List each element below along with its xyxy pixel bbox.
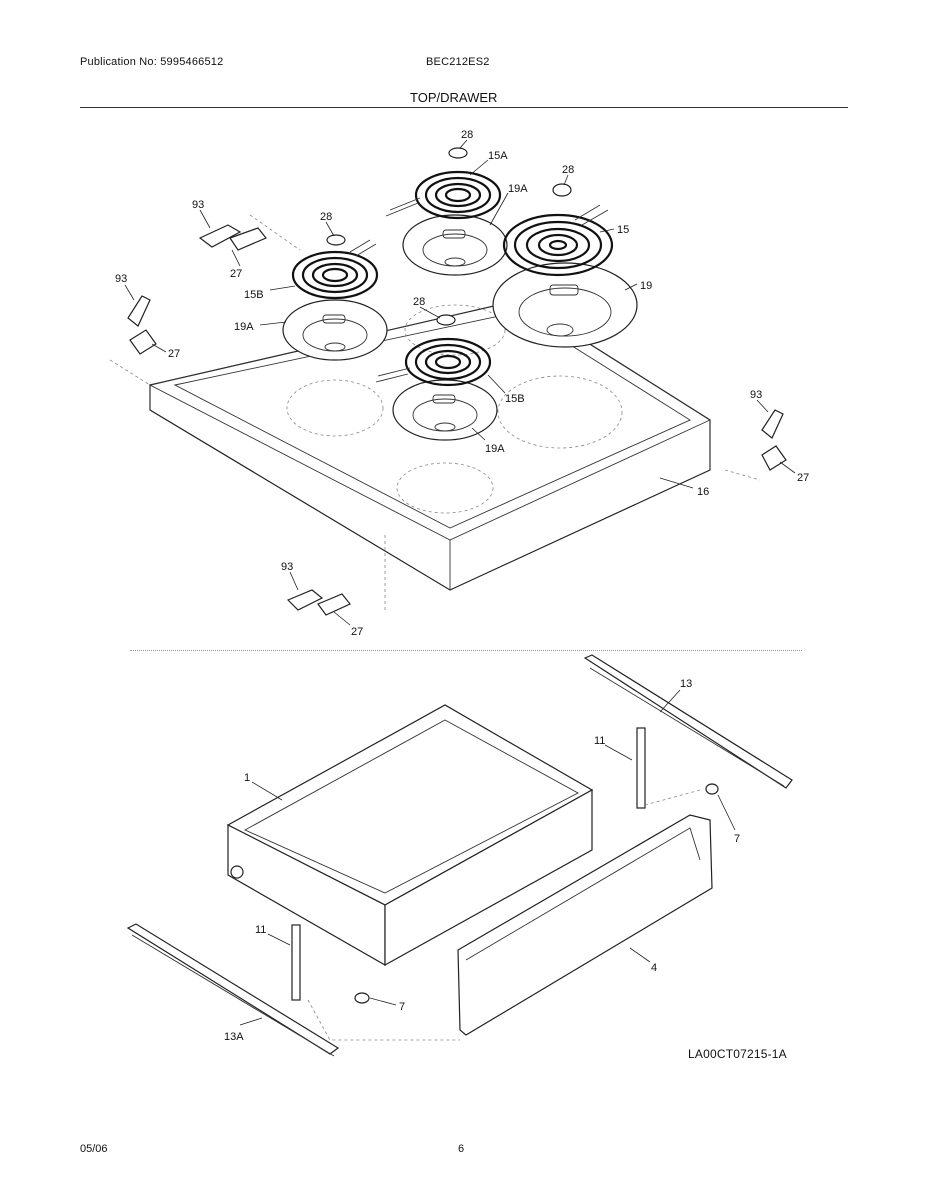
callout-93: 93 [115,273,127,285]
callout-93: 93 [192,199,204,211]
drawer-body-1 [226,704,594,967]
callout-28: 28 [461,129,473,141]
drip-bowl-19a-top [402,214,508,276]
callout-7: 7 [734,833,740,845]
callout-19a: 19A [508,183,528,195]
slide-bracket-11-right [636,727,646,809]
callout-27: 27 [230,268,242,280]
surface-element-15b-left [291,239,379,300]
callout-19a: 19A [234,321,254,333]
drawer-rail-13 [583,654,793,789]
callout-11: 11 [255,924,266,936]
footer-date: 05/06 [80,1143,108,1155]
callout-28: 28 [320,211,332,223]
drip-bowl-19a-mid [392,379,498,441]
bracket-93-27-right [761,409,787,471]
callout-27: 27 [351,626,363,638]
callout-27: 27 [797,472,809,484]
bracket-93-27-top-left [198,224,267,251]
drip-bowl-19 [492,262,638,348]
callout-15b: 15B [244,289,264,301]
bracket-93-27-left [127,295,157,355]
callout-11: 11 [594,735,605,747]
drawer-front-4 [457,814,713,1036]
cooktop-top-panel [109,214,761,610]
diagram-code: LA00CT07215-1A [688,1047,787,1061]
drawer-rail-13a [126,923,340,1057]
callout-19a: 19A [485,443,505,455]
bracket-93-27-bottom [286,589,351,616]
callout-15b: 15B [505,393,525,405]
callout-15a: 15A [488,150,508,162]
ring-28-right [552,183,572,197]
slide-bracket-11-left [291,924,301,1001]
callout-4: 4 [651,962,657,974]
surface-element-15a [385,170,502,220]
ring-28-left [326,234,346,246]
page-number: 6 [458,1143,465,1155]
publication-number: Publication No: 5995466512 [80,56,224,68]
header-rule [80,107,848,108]
callout-19: 19 [640,280,652,292]
callout-27: 27 [168,348,180,360]
callout-13: 13 [680,678,692,690]
roller-7-left [354,992,370,1004]
ring-28-mid [436,314,456,326]
callout-7: 7 [399,1001,405,1013]
callout-93: 93 [281,561,293,573]
leader-lines [124,139,796,1026]
callout-13a: 13A [224,1031,244,1043]
surface-element-15b-mid [375,337,492,387]
ring-28-top [448,147,468,159]
surface-element-15 [502,204,614,277]
roller-7-right [705,783,719,795]
drip-bowl-19a-left [282,299,388,361]
callout-16: 16 [697,486,709,498]
section-separator [130,650,802,651]
section-title: TOP/DRAWER [410,90,498,105]
callout-15: 15 [617,224,629,236]
callout-93: 93 [750,389,762,401]
model-number: BEC212ES2 [426,56,490,68]
callout-28: 28 [413,296,425,308]
callout-1: 1 [244,772,250,784]
callout-28: 28 [562,164,574,176]
